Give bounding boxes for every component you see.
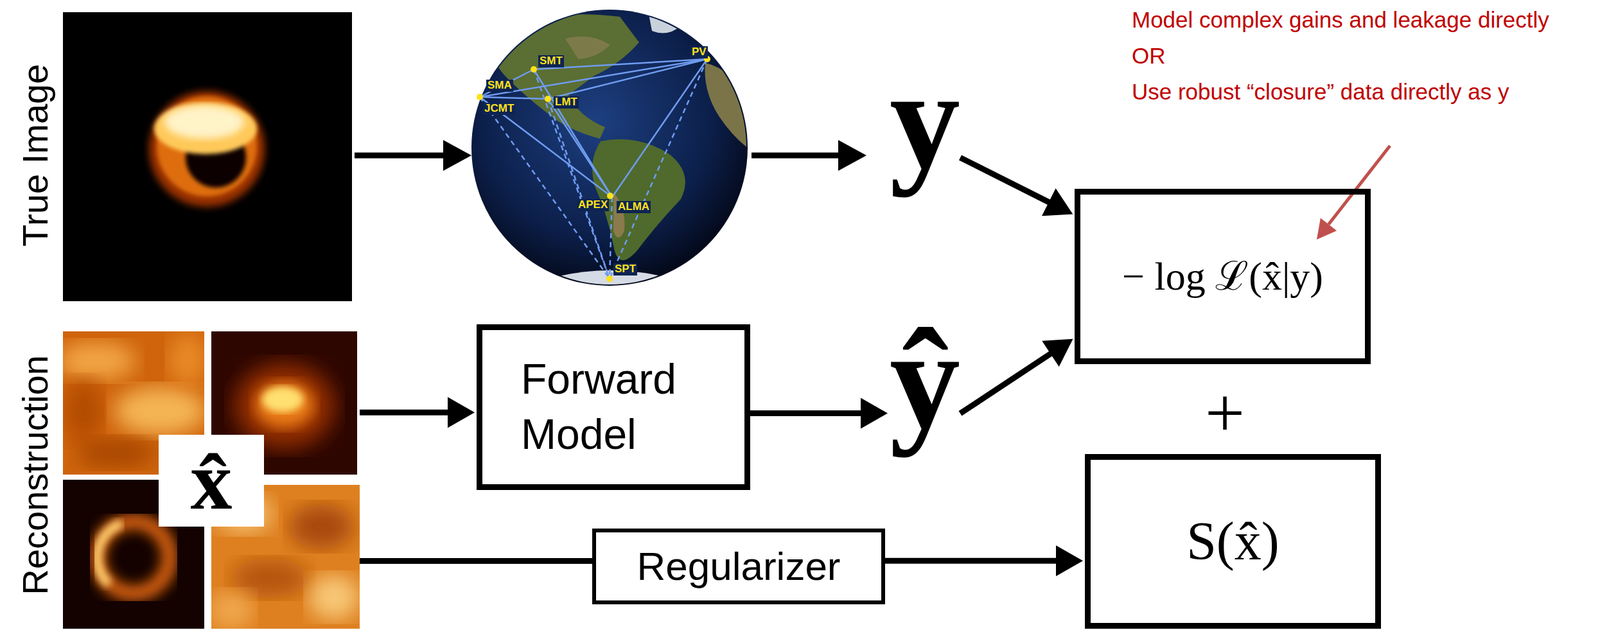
connector-line [960,157,1051,203]
station-name: PV [690,46,708,59]
connector [359,560,593,562]
signal-symbol: y [889,48,961,191]
node-text: − log ℒ(x̂|y) [1122,250,1324,303]
true-image [62,12,352,302]
blob [231,558,309,598]
arrow-head [1055,545,1083,577]
arrow-head [1041,188,1073,216]
process-box: Forward Model [476,324,751,491]
blob [254,381,315,428]
station-dot [544,95,552,103]
plus-sign: + [1204,374,1245,453]
flow-arrow [751,140,867,171]
dashed-baselines [479,59,708,279]
arrow-shaft [354,152,446,159]
blob [289,504,354,550]
baseline [533,69,613,198]
station-name: SPT [613,263,638,276]
baselines [479,59,708,198]
blob [64,378,103,444]
station-name: SMT [538,55,564,68]
arrow-head [447,396,475,428]
blob [62,341,137,381]
connector-line [960,353,1052,414]
node-text: S(x̂) [1186,506,1280,577]
ring [97,521,170,594]
image-ground [62,12,352,302]
arrow-head [443,140,472,171]
baseline [612,59,708,198]
ocean [471,9,748,286]
globe [471,9,749,290]
blob [308,574,360,620]
connector-line [750,410,862,417]
bright-core [164,105,245,139]
blob [168,332,205,387]
connector-line [359,409,449,416]
arrow-head [1041,339,1073,367]
baseline [609,197,613,279]
station-name: LMT [553,96,579,109]
likelihood-box: − log ℒ(x̂|y) [1074,188,1371,365]
stations [476,55,711,282]
callout-note: Use robust “closure” data directly as y [1131,78,1509,106]
north-america-detail [565,36,611,60]
connector-line [885,558,1058,564]
connector [885,545,1083,577]
baseline [479,96,548,99]
baseline [479,96,613,198]
callout-note: Model complex gains and leakage directly [1131,6,1550,34]
station-name: SMA [486,79,514,92]
blob [262,386,304,413]
station-name: JCMT [483,102,516,115]
connector [359,396,475,428]
baseline [533,69,610,279]
station-dot [530,66,537,73]
glow [149,91,265,207]
bright-band [154,102,257,155]
station-dot [476,93,484,101]
station-dot [606,275,613,282]
connector [960,157,1073,216]
node-text: Regularizer [636,540,841,593]
regularizer-box: S(x̂) [1084,454,1381,629]
row-label: True Image [15,64,56,247]
node-text: y [889,48,961,191]
ring-bright [96,523,123,585]
land [492,13,749,290]
baseline [479,59,708,97]
connector [960,339,1073,414]
andes [613,192,625,238]
blob [114,386,205,436]
node-text: Forward Model [520,351,736,463]
node-text: x̂ [158,434,264,527]
connector [750,397,888,429]
signal-symbol: ŷ [889,308,961,451]
station-dot [606,192,614,200]
africa [704,62,749,150]
station-name: APEX [576,199,609,212]
baseline [609,59,708,279]
baseline [479,96,610,279]
station-name: ALMA [616,201,651,214]
greenland [648,13,681,34]
baseline [479,69,534,97]
connector-line [359,558,593,564]
flow-arrow [354,140,472,171]
arrow-head [1316,217,1337,240]
callout-note: OR [1131,42,1166,70]
node-text: ŷ [889,308,961,451]
arrow-shaft [751,152,841,159]
blob [211,590,254,629]
estimate-node: x̂ [62,331,360,630]
process-box: Regularizer [592,528,886,605]
arrow-head [838,140,867,171]
row-label: Reconstruction [15,355,56,596]
arrow-shaft [1328,145,1391,225]
baseline [547,98,610,279]
arrow-head [860,397,888,429]
